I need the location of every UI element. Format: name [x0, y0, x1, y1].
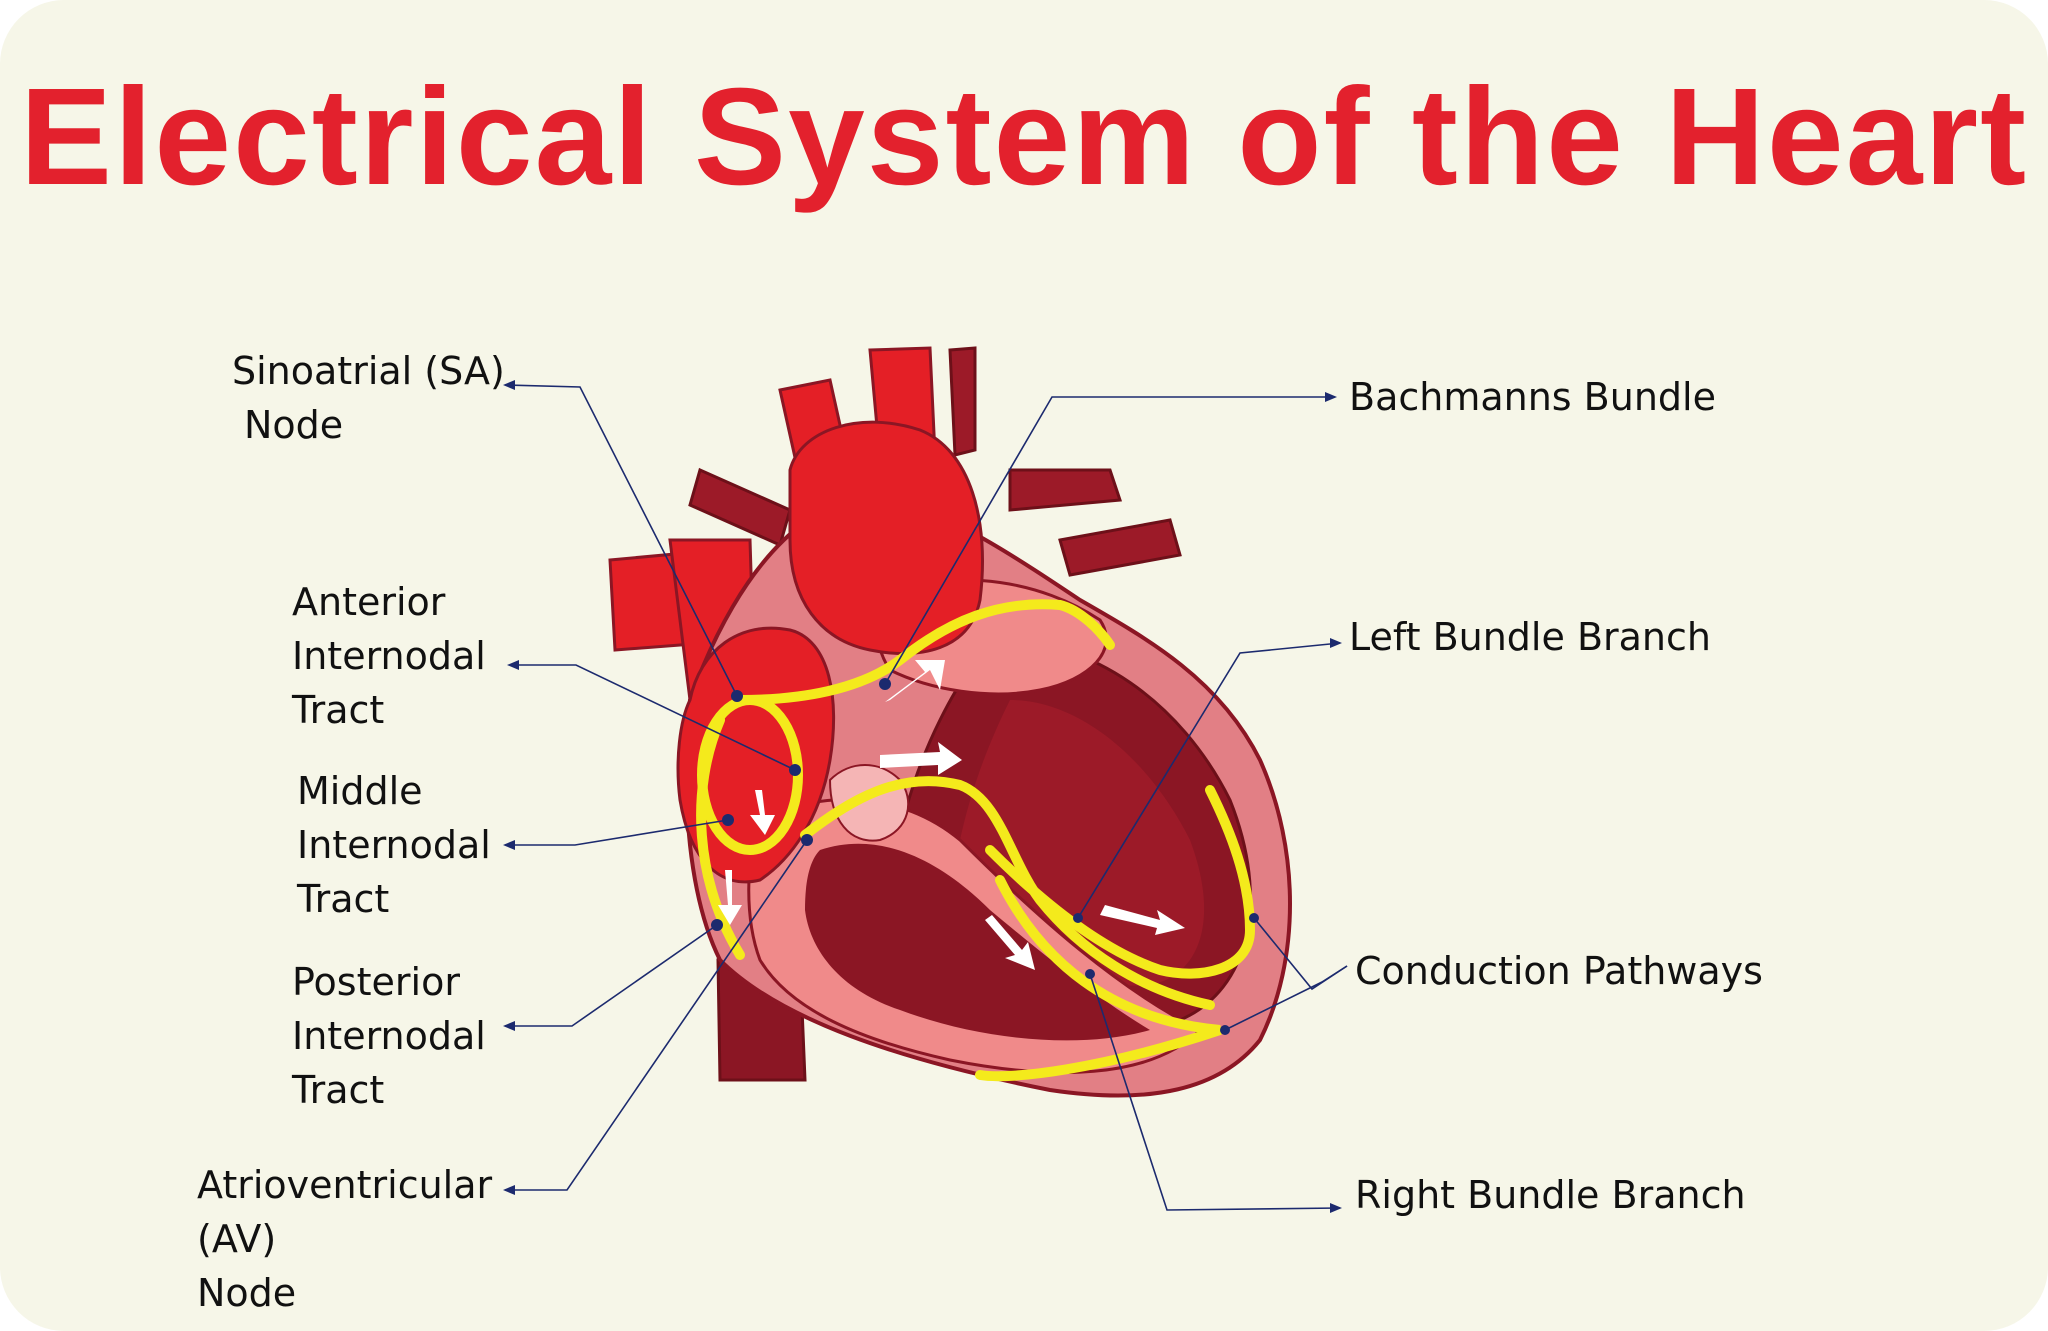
- pulmonary-artery-left: [688, 467, 792, 548]
- diagram-title: Electrical System of the Heart: [19, 60, 2029, 214]
- arrowhead-icon: [503, 380, 515, 390]
- label-line: Internodal: [297, 823, 491, 867]
- arrowhead-icon: [503, 1021, 515, 1031]
- dot-conduction-1: [1249, 913, 1259, 923]
- label-line: Middle: [297, 769, 423, 813]
- label-conduction-pathways: Conduction Pathways: [1355, 949, 1763, 993]
- leader-arrowheads: [503, 380, 1342, 1213]
- label-av-node: Atrioventricular (AV) Node: [197, 1158, 492, 1320]
- bachmanns-path: [735, 599, 1115, 705]
- dot-sa-node: [731, 690, 743, 702]
- leader-posterior-tract: [505, 924, 718, 1027]
- leader-anterior-tract: [510, 664, 796, 771]
- label-line: Anterior: [292, 580, 446, 624]
- arrowhead-icon: [1330, 638, 1342, 648]
- heart-body: [676, 420, 1292, 1098]
- right-bundle-path: [975, 875, 1222, 1082]
- av-path: [800, 776, 1215, 1010]
- leader-middle-tract: [505, 819, 729, 846]
- label-line: Posterior: [292, 960, 460, 1004]
- arrow-icon: [750, 790, 775, 835]
- label-anterior-tract: Anterior Internodal Tract: [292, 575, 486, 737]
- pulmonary-artery-right-2: [1058, 518, 1182, 577]
- arrowhead-icon: [503, 1185, 515, 1195]
- label-sa-node: Sinoatrial (SA) Node: [232, 344, 505, 452]
- ascending-aorta: [788, 420, 984, 655]
- arrowhead-icon: [503, 840, 515, 850]
- label-line: Tract: [297, 877, 390, 921]
- leader-bachmanns: [884, 396, 1335, 685]
- dot-posterior: [711, 919, 723, 931]
- dot-bachmanns: [879, 678, 891, 690]
- leader-dots: [711, 678, 1259, 1035]
- label-line: Node: [244, 403, 344, 447]
- label-line: Node: [197, 1271, 297, 1315]
- leader-left-bundle: [1077, 642, 1341, 919]
- arrow-icon: [885, 660, 945, 702]
- arrow-icon: [880, 742, 962, 775]
- label-line: Internodal: [292, 1014, 486, 1058]
- aorta-branch-3: [948, 346, 977, 457]
- label-line: Tract: [292, 1068, 385, 1112]
- arrowhead-icon: [507, 660, 519, 670]
- dot-middle: [722, 814, 734, 826]
- label-bachmanns-bundle: Bachmanns Bundle: [1349, 375, 1716, 419]
- arrow-icon: [718, 870, 742, 925]
- leader-right-bundle: [1089, 973, 1341, 1211]
- right-atrium: [676, 626, 836, 884]
- label-posterior-tract: Posterior Internodal Tract: [292, 955, 486, 1117]
- left-bundle-path: [985, 785, 1256, 979]
- leader-av-node: [505, 839, 808, 1191]
- arrowhead-icon: [1325, 392, 1337, 402]
- dot-anterior: [789, 764, 801, 776]
- posterior-path: [696, 715, 745, 960]
- leader-conduction-2: [1224, 965, 1348, 1031]
- impulse-arrows: [718, 660, 1185, 970]
- leader-sa-node: [504, 384, 738, 697]
- label-line: Sinoatrial (SA): [232, 349, 505, 393]
- pulmonary-artery-right: [1008, 468, 1123, 512]
- dot-conduction-2: [1220, 1025, 1230, 1035]
- arrowhead-icon: [1330, 1203, 1342, 1213]
- label-line: Internodal: [292, 634, 486, 678]
- label-middle-tract: Middle Internodal Tract: [297, 764, 491, 926]
- label-right-bundle-branch: Right Bundle Branch: [1355, 1173, 1746, 1217]
- dot-right-bundle: [1085, 969, 1095, 979]
- arrow-icon: [985, 915, 1035, 970]
- dot-av-node: [801, 834, 813, 846]
- leader-lines: [504, 384, 1348, 1211]
- dot-left-bundle: [1073, 913, 1083, 923]
- arrow-icon: [1100, 905, 1185, 935]
- label-line: (AV): [197, 1217, 277, 1261]
- label-line: Atrioventricular: [197, 1163, 493, 1207]
- right-ventricle-cavity: [805, 843, 1150, 1041]
- label-line: Tract: [292, 688, 385, 732]
- label-left-bundle-branch: Left Bundle Branch: [1349, 615, 1711, 659]
